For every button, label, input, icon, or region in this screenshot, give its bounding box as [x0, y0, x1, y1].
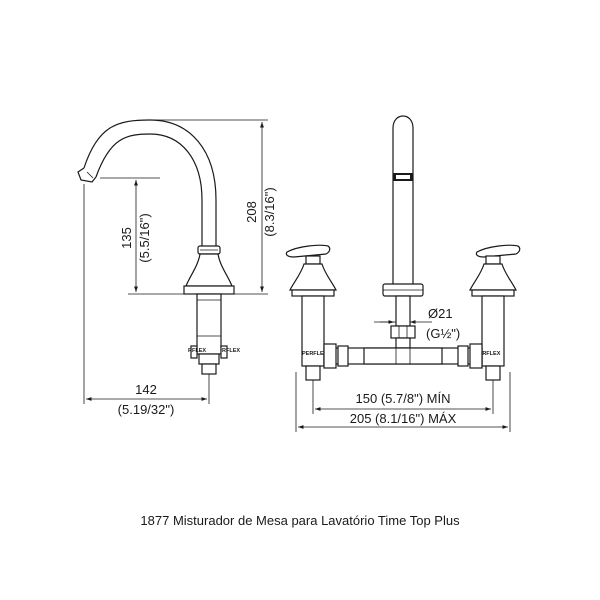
svg-text:RFLEX: RFLEX [222, 348, 240, 354]
dim-142-inch: (5.19/32") [118, 402, 175, 417]
dim-max-text: 205 (8.1/16") MÁX [350, 411, 457, 426]
left-brand-label: PERFLEX [302, 351, 328, 357]
side-nut [198, 353, 220, 365]
left-handle-lever[interactable] [285, 244, 331, 258]
side-base [183, 285, 235, 295]
front-spout [392, 115, 414, 284]
side-spout-tip [77, 167, 97, 183]
right-valve-body [469, 263, 517, 291]
side-shank [196, 293, 222, 355]
front-spout-nut [390, 325, 416, 339]
side-spout-inner [95, 133, 203, 248]
side-view: RFLEX RFLEX 135 (5.5/16") 208 (8.3/16") … [77, 119, 277, 417]
dim-135-inch: (5.5/16") [137, 213, 152, 262]
side-body [185, 253, 233, 287]
right-handle-lever[interactable] [475, 244, 521, 258]
front-view: PERFLEX PERFLEX Ø21 (G½") 150 (5.7/8") M… [285, 115, 521, 432]
left-valve-body [289, 263, 337, 291]
dim-208-value: 208 [244, 201, 259, 223]
dim-135-value: 135 [119, 227, 134, 249]
thread-diameter: Ø21 [428, 306, 453, 321]
thread-size: (G½") [426, 326, 460, 341]
dim-142-value: 142 [135, 382, 157, 397]
dim-min-text: 150 (5.7/8") MÍN [356, 391, 451, 406]
connector-tee [363, 347, 443, 365]
dim-208-inch: (8.3/16") [262, 187, 277, 236]
right-brand-label: PERFLEX [475, 351, 501, 357]
side-brand-label: RFLEX [188, 348, 206, 354]
product-caption: 1877 Misturador de Mesa para Lavatório T… [140, 513, 460, 528]
